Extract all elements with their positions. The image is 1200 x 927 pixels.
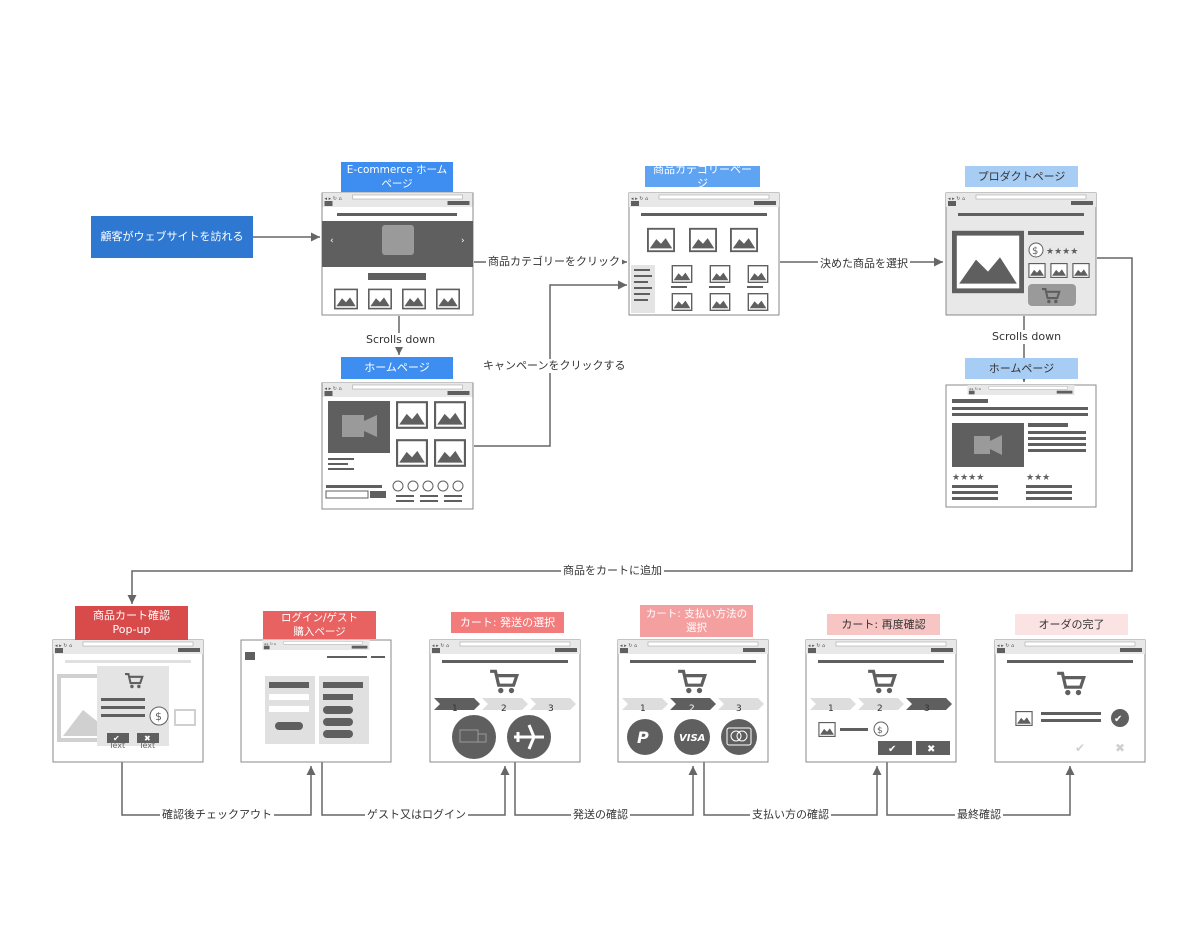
svg-text:✖: ✖: [1115, 741, 1125, 755]
edge-label-scrolls-down-2: Scrolls down: [990, 330, 1064, 344]
edge-label-add-to-cart: 商品をカートに追加: [561, 564, 664, 578]
svg-text:›: ›: [461, 236, 465, 246]
popup-text-right: Text: [138, 741, 155, 750]
wireframe-order-complete: ✔ ✔ ✖: [994, 639, 1146, 763]
wireframe-home-scrolled: [321, 382, 474, 510]
svg-text:★★★: ★★★: [1026, 473, 1050, 483]
node-cart-confirm-label: 商品カート確認 Pop-up: [75, 606, 188, 640]
node-category-label: 商品カテゴリーページ: [645, 163, 760, 190]
node-login-label: ログイン/ゲスト 購入ページ: [263, 611, 376, 639]
step1-payment: 1: [640, 704, 646, 714]
node-ecommerce-home-label: E-commerce ホームページ: [341, 162, 453, 192]
svg-text:$: $: [1032, 246, 1038, 257]
step1-shipping: 1: [452, 704, 458, 714]
svg-text:✔: ✔: [113, 734, 120, 743]
wireframe-category: [628, 192, 780, 316]
wireframe-cart-review: 1 2 3 $ ✔ ✖: [805, 639, 957, 763]
svg-text:✖: ✖: [144, 734, 151, 743]
step3-review: 3: [924, 704, 930, 714]
node-shipping-label: カート: 発送の選択: [451, 612, 564, 633]
step3-payment: 3: [736, 704, 742, 714]
edge-label-click-campaign: キャンペーンをクリックする: [481, 359, 628, 373]
edge-label-click-category: 商品カテゴリーをクリック: [486, 255, 622, 269]
edge-label-select-product: 決めた商品を選択: [818, 257, 910, 271]
node-product-label: プロダクトページ: [965, 166, 1078, 187]
wireframe-product-scrolled: ★★★★ ★★★: [945, 384, 1097, 508]
svg-text:✔: ✔: [1114, 714, 1122, 725]
wireframe-cart-payment: 1 2 3 P VISA: [617, 639, 769, 763]
svg-text:★★★★: ★★★★: [952, 473, 984, 483]
step1-review: 1: [828, 704, 834, 714]
wireframe-cart-shipping: 1 2 3: [429, 639, 581, 763]
svg-text:✖: ✖: [927, 744, 935, 755]
svg-text:$: $: [155, 710, 162, 723]
edge-label-final-confirm: 最終確認: [955, 808, 1003, 822]
node-start: 顧客がウェブサイトを訪れる: [91, 216, 253, 258]
node-review-label: カート: 再度確認: [827, 614, 940, 635]
node-complete-label: オーダの完了: [1015, 614, 1128, 635]
popup-text-left: Text: [108, 741, 125, 750]
visa-label: VISA: [679, 733, 705, 744]
svg-text:✔: ✔: [1075, 741, 1085, 755]
svg-text:$: $: [877, 726, 883, 736]
edge-label-checkout-confirm: 確認後チェックアウト: [160, 808, 274, 822]
svg-text:P: P: [637, 728, 649, 747]
wireframe-ecommerce-home: ‹ ›: [321, 192, 474, 316]
edge-label-payment-confirm: 支払い方の確認: [750, 808, 831, 822]
step3-shipping: 3: [548, 704, 554, 714]
node-product-scrolled-label: ホームページ: [965, 358, 1078, 379]
edge-label-shipping-confirm: 発送の確認: [571, 808, 630, 822]
node-payment-label: カート: 支払い方法の 選択: [640, 605, 753, 637]
svg-text:✔: ✔: [888, 744, 896, 755]
node-home-scrolled-label: ホームページ: [341, 357, 453, 379]
step2-shipping: 2: [501, 704, 507, 714]
edge-label-scrolls-down-1: Scrolls down: [364, 333, 438, 347]
wireframe-cart-popup: $ ✔ ✖ Text Text: [52, 639, 204, 763]
svg-text:★★★★: ★★★★: [1046, 247, 1078, 257]
step2-review: 2: [877, 704, 883, 714]
svg-text:‹: ‹: [330, 236, 334, 246]
wireframe-product: $ ★★★★: [945, 192, 1097, 316]
wireframe-login: [240, 639, 392, 763]
step2-payment: 2: [689, 704, 695, 714]
edge-label-guest-or-login: ゲスト又はログイン: [365, 808, 468, 822]
